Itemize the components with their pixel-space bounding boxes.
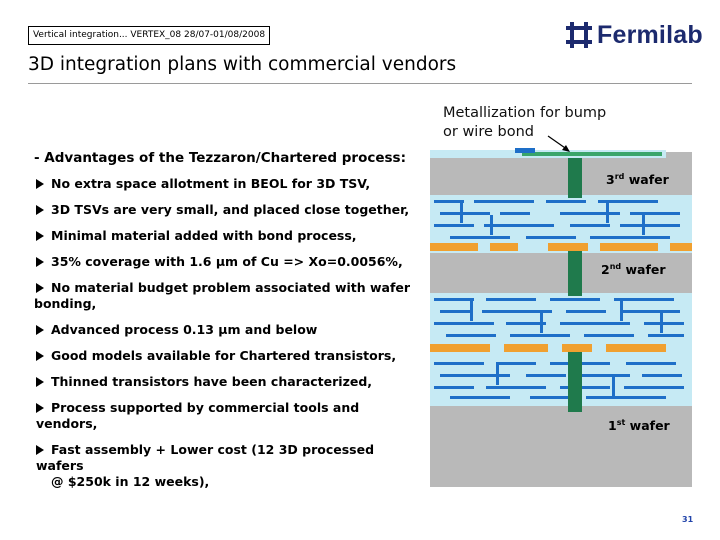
wafer2-metal-lines [434, 298, 684, 337]
advantages-list: No extra space allotment in BEOL for 3D … [34, 176, 420, 490]
list-item: Fast assembly + Lower cost (12 3D proces… [36, 442, 420, 490]
logo-text: Fermilab [597, 20, 703, 49]
fermilab-logo-icon [566, 22, 592, 48]
list-item: Good models available for Chartered tran… [36, 348, 420, 364]
wafer1-sup: st [616, 418, 626, 427]
tsv-bottom [568, 352, 582, 412]
list-item: No material budget problem associated wi… [34, 280, 420, 312]
wafer3-suffix: wafer [624, 172, 669, 188]
wafer2-suffix: wafer [621, 262, 666, 278]
bullet-text: 3D TSVs are very small, and placed close… [51, 202, 410, 217]
conference-header: Vertical integration... VERTEX_08 28/07-… [28, 26, 270, 45]
wafer3-sup: rd [614, 172, 625, 181]
bullet-arrow-icon [36, 351, 44, 361]
bullet-arrow-icon [36, 403, 44, 413]
annotation-arrowhead-icon [562, 145, 570, 152]
bullet-text: Advanced process 0.13 µm and below [51, 322, 318, 337]
wafer1-label: 1st wafer [608, 418, 670, 433]
wafer1-metal-lines [434, 362, 684, 399]
wafer1-suffix: wafer [625, 418, 670, 434]
wafer3-label: 3rd wafer [606, 172, 669, 187]
wafer3-bond-layer [430, 243, 692, 251]
list-item: No extra space allotment in BEOL for 3D … [36, 176, 420, 192]
list-item: Thinned transistors have been characteri… [36, 374, 420, 390]
bullet-text-continued: bonding, [34, 296, 97, 311]
top-metal-bar [522, 152, 662, 156]
wafer2-bond-layer [430, 344, 666, 352]
bullet-text: Good models available for Chartered tran… [51, 348, 397, 363]
annotation-line-1: Metallization for bump [443, 105, 607, 121]
bullet-text: No extra space allotment in BEOL for 3D … [51, 176, 371, 191]
list-item: Process supported by commercial tools an… [36, 400, 420, 432]
bullet-arrow-icon [36, 377, 44, 387]
bullet-arrow-icon [36, 179, 44, 189]
list-item: Advanced process 0.13 µm and below [36, 322, 420, 338]
bullet-arrow-icon [36, 283, 44, 293]
wafer3-num: 3 [606, 172, 615, 188]
list-item: Minimal material added with bond process… [36, 228, 420, 244]
bullet-arrow-icon [36, 231, 44, 241]
annotation-line-2: or wire bond [443, 124, 534, 140]
bullet-arrow-icon [36, 205, 44, 215]
metallization-annotation: Metallization for bump or wire bond [443, 104, 606, 142]
wafer1-num: 1 [608, 418, 617, 434]
bullet-arrow-icon [36, 325, 44, 335]
wafer2-num: 2 [601, 262, 610, 278]
tsv-middle [568, 251, 582, 296]
tsv-top [568, 158, 582, 198]
wafer-stack-diagram [430, 135, 692, 487]
bullet-text-continued: @ $250k in 12 weeks), [51, 474, 210, 489]
wafer2-label: 2nd wafer [601, 262, 666, 277]
bullet-text: Fast assembly + Lower cost (12 3D proces… [36, 442, 375, 473]
bond-pad [515, 148, 535, 153]
bullet-text: No material budget problem associated wi… [51, 280, 411, 295]
fermilab-logo: Fermilab [566, 18, 703, 52]
bullet-text: Minimal material added with bond process… [51, 228, 357, 243]
slide-subtitle: - Advantages of the Tezzaron/Chartered p… [34, 150, 406, 166]
list-item: 35% coverage with 1.6 µm of Cu => Xo=0.0… [36, 254, 420, 270]
wafer2-sup: nd [609, 262, 622, 271]
page-number: 31 [682, 515, 694, 524]
bullet-arrow-icon [36, 257, 44, 267]
title-divider [28, 83, 692, 84]
list-item: 3D TSVs are very small, and placed close… [36, 202, 420, 218]
slide-title: 3D integration plans with commercial ven… [28, 54, 457, 75]
bullet-text: Thinned transistors have been characteri… [51, 374, 373, 389]
bullet-text: Process supported by commercial tools an… [36, 400, 360, 431]
wafer3-metal-lines [434, 200, 680, 239]
bullet-text: 35% coverage with 1.6 µm of Cu => Xo=0.0… [51, 254, 403, 269]
bullet-arrow-icon [36, 445, 44, 455]
